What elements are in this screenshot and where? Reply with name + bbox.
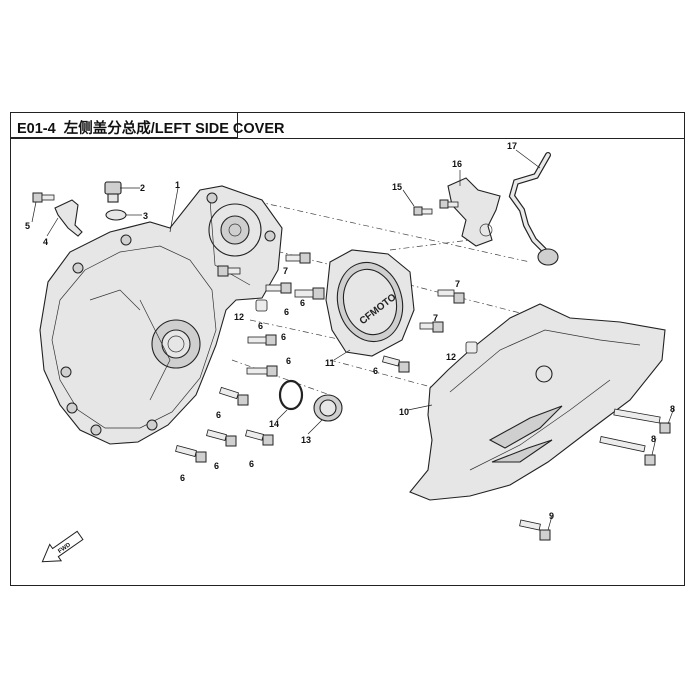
diagram-title: E01-4 左侧盖分总成/LEFT SIDE COVER — [17, 117, 285, 138]
callout-labels: 1 2 3 4 5 6 6 6 6 6 6 6 6 6 6 7 7 7 8 8 … — [25, 141, 675, 521]
bolt-6 — [217, 265, 241, 277]
bolt-6 — [175, 445, 207, 463]
callout-6: 6 — [281, 332, 286, 342]
callout-7: 7 — [433, 313, 438, 323]
cable-bracket — [54, 199, 83, 237]
bolt-6 — [265, 282, 292, 294]
callout-15: 15 — [392, 182, 402, 192]
diagram-title-text: 左侧盖分总成/LEFT SIDE COVER — [63, 121, 285, 137]
callout-3: 3 — [143, 211, 148, 221]
fwd-arrow: FWD — [41, 530, 84, 563]
callout-6: 6 — [214, 461, 219, 471]
callout-6: 6 — [286, 356, 291, 366]
leader-lines — [31, 149, 675, 531]
callout-6: 6 — [216, 410, 221, 420]
diagram-frame — [10, 112, 685, 586]
callout-6: 6 — [180, 473, 185, 483]
logo-cover: CFMOTO — [325, 249, 415, 357]
callout-4: 4 — [43, 237, 48, 247]
bolt-6 — [219, 386, 249, 406]
callout-6: 6 — [258, 321, 263, 331]
bolt-8 — [613, 408, 671, 434]
callout-5: 5 — [25, 221, 30, 231]
callout-8: 8 — [651, 434, 656, 444]
callout-6: 6 — [373, 366, 378, 376]
callout-6: 6 — [300, 298, 305, 308]
callout-14: 14 — [269, 419, 279, 429]
inspection-cap — [313, 394, 343, 422]
bolt-15 — [413, 206, 433, 216]
bolt-7 — [285, 252, 311, 264]
bolts — [175, 199, 671, 541]
bolt-6 — [245, 429, 274, 446]
callout-7: 7 — [283, 266, 288, 276]
callout-11: 11 — [325, 358, 335, 368]
oil-filler-plug — [104, 181, 122, 203]
diagram-code: E01-4 — [17, 121, 56, 137]
callout-9: 9 — [549, 511, 554, 521]
bolt-7 — [437, 289, 465, 304]
callout-12: 12 — [446, 352, 456, 362]
title-separator — [10, 138, 685, 139]
bracket-bolt — [32, 192, 55, 203]
o-ring — [105, 209, 127, 221]
bolt-6 — [247, 334, 277, 346]
bolt-6 — [246, 365, 278, 377]
callout-17: 17 — [507, 141, 517, 151]
breather-tube — [510, 153, 550, 252]
callout-2: 2 — [140, 183, 145, 193]
callout-12: 12 — [234, 312, 244, 322]
callout-10: 10 — [399, 407, 409, 417]
callout-6: 6 — [249, 459, 254, 469]
callout-1: 1 — [175, 180, 180, 190]
bolt-6 — [206, 429, 237, 447]
callout-6: 6 — [284, 307, 289, 317]
bolt-6 — [382, 355, 410, 373]
title-box: E01-4 左侧盖分总成/LEFT SIDE COVER — [10, 112, 285, 138]
callout-8: 8 — [670, 404, 675, 414]
callout-16: 16 — [452, 159, 462, 169]
mounting-bracket — [447, 177, 501, 247]
sprocket-cover — [409, 303, 666, 501]
bolt-9 — [519, 519, 551, 541]
tube-fitting — [537, 248, 559, 266]
left-crankcase-cover — [39, 185, 283, 445]
callout-13: 13 — [301, 435, 311, 445]
bolt-6 — [294, 287, 325, 300]
bolt-8 — [599, 436, 656, 466]
cap-o-ring — [278, 379, 304, 411]
bolt-7 — [419, 321, 444, 333]
dowel-pin-12 — [465, 341, 478, 354]
bolt-15 — [439, 199, 459, 209]
callout-7: 7 — [455, 279, 460, 289]
dowel-pin-12 — [255, 299, 268, 312]
